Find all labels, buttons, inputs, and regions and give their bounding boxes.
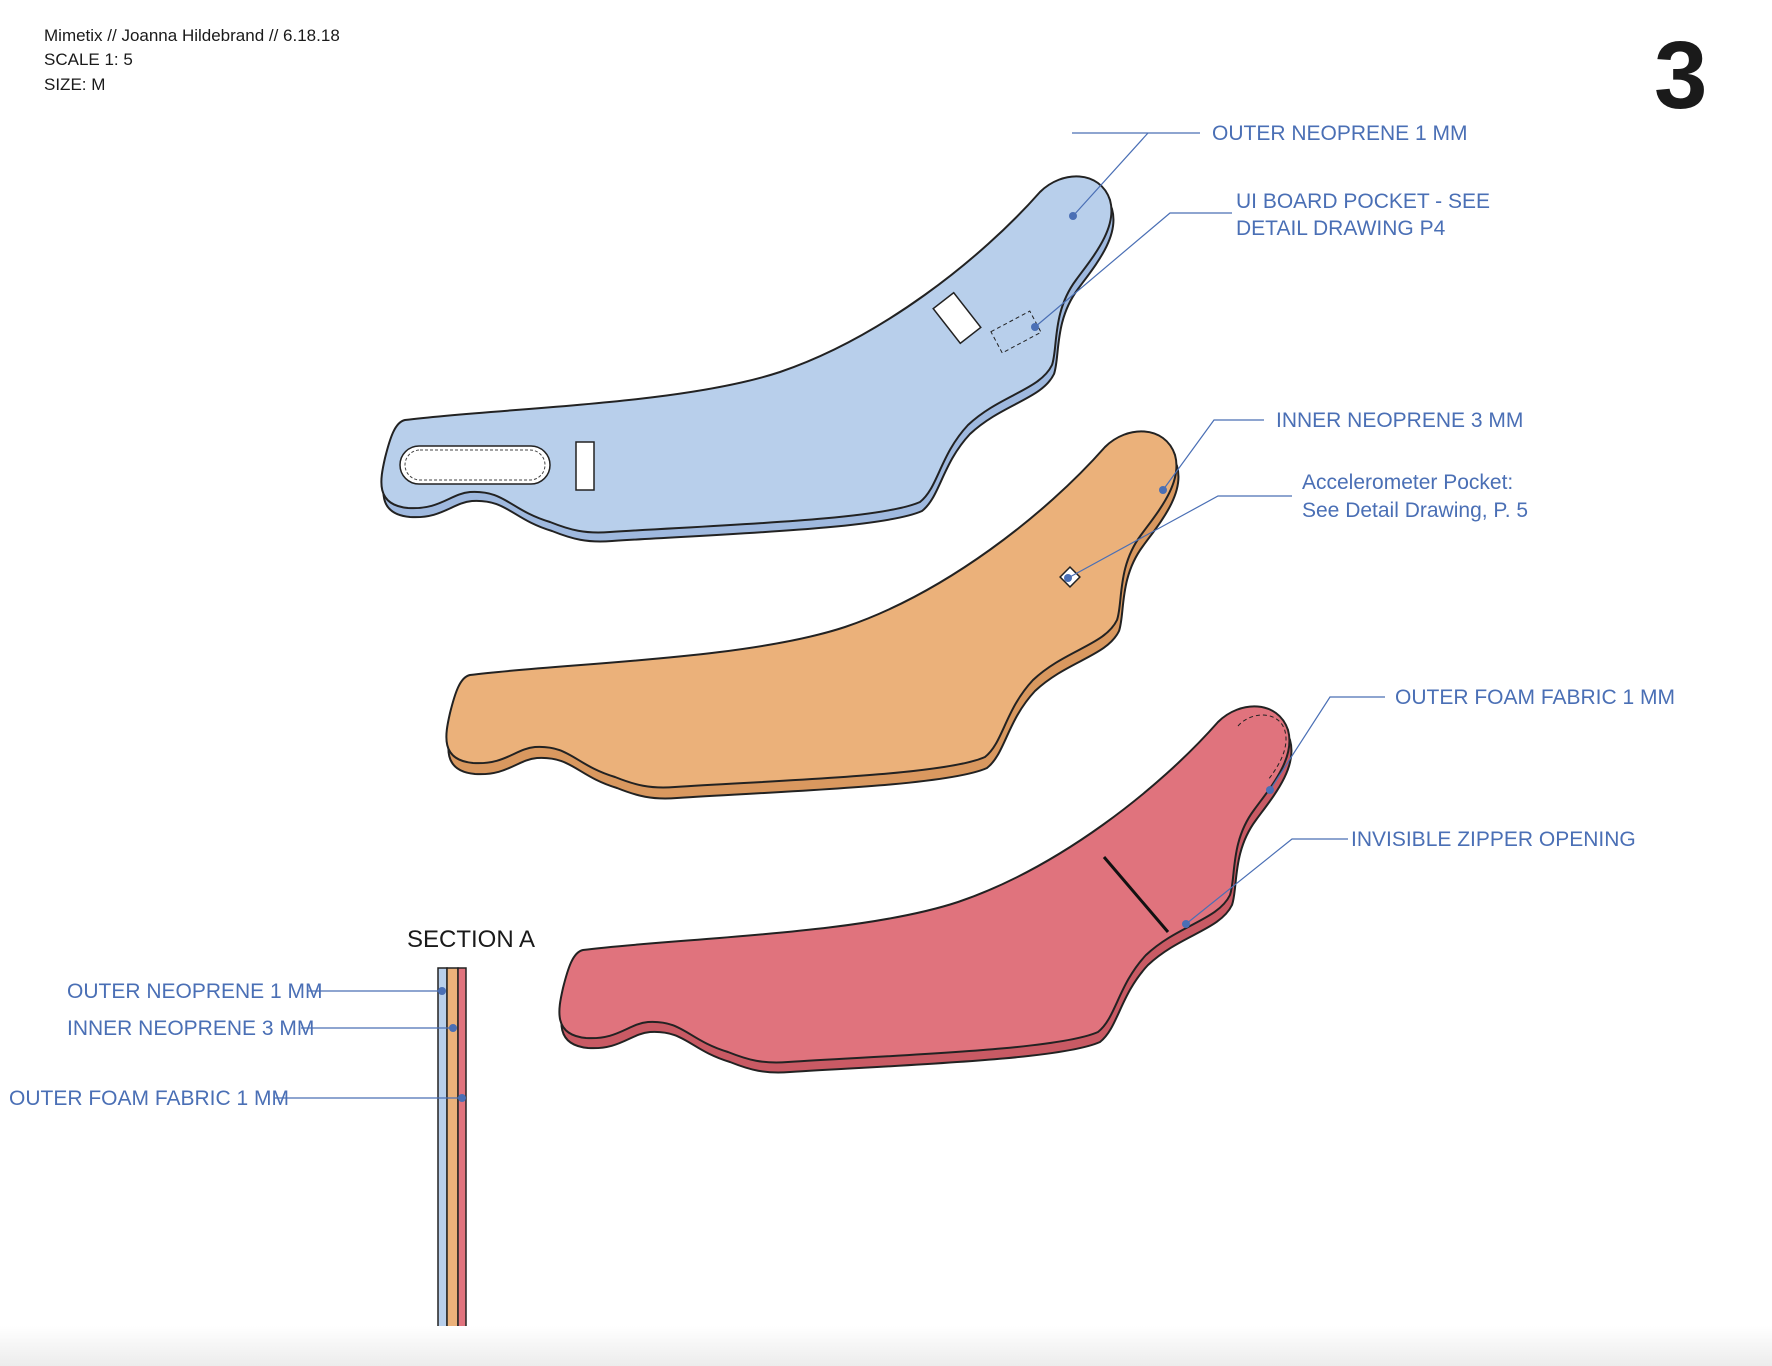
ui-board-pocket — [990, 310, 1042, 354]
section-label-outer-neoprene: OUTER NEOPRENE 1 MM — [67, 980, 323, 1003]
bottom-edge-shadow — [0, 1326, 1772, 1366]
sheet-title: Mimetix // Joanna Hildebrand // 6.18.18 — [44, 26, 340, 45]
section-layer-outer-foam — [457, 967, 467, 1341]
callout-inner-neoprene: INNER NEOPRENE 3 MM — [1276, 409, 1523, 432]
callout-leaders — [275, 132, 1385, 1102]
invisible-zipper — [1102, 856, 1170, 933]
leader-accelerometer — [1067, 495, 1292, 579]
callout-zipper: INVISIBLE ZIPPER OPENING — [1351, 828, 1636, 851]
page-number: 3 — [1654, 22, 1707, 129]
section-a-layers — [437, 967, 467, 1341]
section-layer-inner-neoprene — [446, 967, 459, 1341]
foam-pocket-outline — [1237, 714, 1287, 781]
board-slot — [932, 291, 982, 345]
leader-ui-board — [1034, 212, 1232, 328]
wrist-slot — [399, 445, 551, 485]
section-title: SECTION A — [407, 926, 535, 953]
section-layer-outer-neoprene — [437, 967, 448, 1341]
size-label: SIZE: M — [44, 75, 105, 94]
outer-foam-piece — [558, 705, 1293, 1074]
callout-outer-foam: OUTER FOAM FABRIC 1 MM — [1395, 686, 1675, 709]
callout-outer-neoprene: OUTER NEOPRENE 1 MM — [1212, 122, 1468, 145]
callout-ui-board-line2: DETAIL DRAWING P4 — [1236, 217, 1446, 240]
callout-accelerometer-line1: Accelerometer Pocket: — [1302, 471, 1513, 494]
section-label-inner-neoprene: INNER NEOPRENE 3 MM — [67, 1017, 314, 1040]
leader-zipper — [1185, 838, 1348, 925]
section-label-outer-foam: OUTER FOAM FABRIC 1 MM — [9, 1087, 289, 1110]
leader-inner-neoprene — [1162, 419, 1264, 491]
strap-slot — [575, 441, 595, 491]
scale-label: SCALE 1: 5 — [44, 50, 133, 69]
leader-outer-foam — [1269, 696, 1385, 791]
callout-ui-board-line1: UI BOARD POCKET - SEE — [1236, 190, 1490, 213]
callout-accelerometer-line2: See Detail Drawing, P. 5 — [1302, 499, 1528, 522]
outer-neoprene-piece — [380, 175, 1115, 543]
